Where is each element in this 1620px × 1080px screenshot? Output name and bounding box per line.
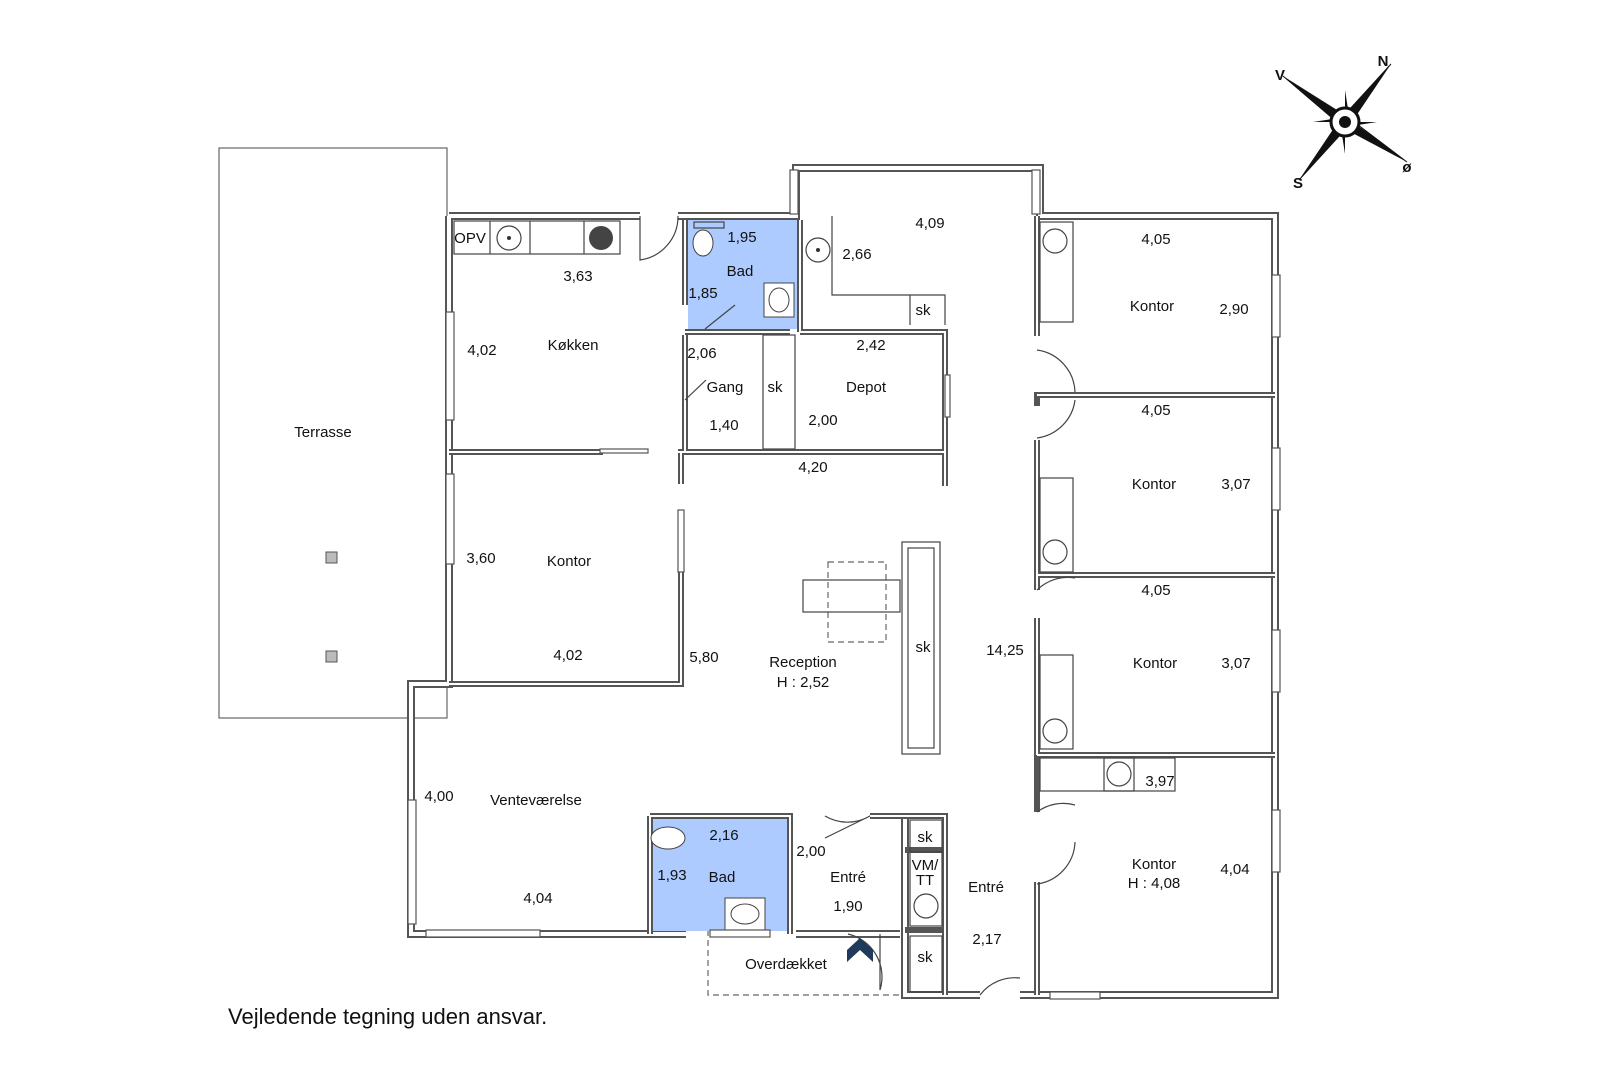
dim-top-w: 4,09 — [915, 215, 944, 232]
room-opv: OPV — [454, 230, 486, 247]
dim-r3-h: 3,07 — [1221, 655, 1250, 672]
compass-v: V — [1275, 67, 1285, 84]
room-kontor-r2: Kontor — [1132, 476, 1176, 493]
dim-kontor-left-h: 3,60 — [466, 550, 495, 567]
compass-s: S — [1293, 175, 1303, 192]
terrace-post — [325, 650, 338, 663]
room-sk-small-2: sk — [918, 949, 934, 966]
dim-reception-h: 5,80 — [689, 649, 718, 666]
compass-n: N — [1378, 53, 1389, 70]
room-entre-2: Entré — [968, 879, 1004, 896]
room-kontor-r3: Kontor — [1133, 655, 1177, 672]
reception-counter-inner — [907, 547, 935, 749]
dim-bad1-h: 1,85 — [688, 285, 717, 302]
dim-bad2-w: 2,16 — [709, 827, 738, 844]
dim-entre1-w: 1,90 — [833, 898, 862, 915]
dim-r2-w: 4,05 — [1141, 402, 1170, 419]
room-kontor-r1: Kontor — [1130, 298, 1174, 315]
fan-icon — [589, 226, 613, 250]
room-gang: Gang — [707, 379, 744, 396]
dim-r4-h: 4,04 — [1220, 861, 1249, 878]
room-bad-1: Bad — [727, 263, 754, 280]
terrace-post — [325, 551, 338, 564]
covered-area-outline — [707, 930, 900, 996]
entrance-closets — [909, 819, 943, 993]
dim-vente-w: 4,04 — [523, 890, 552, 907]
room-tt: TT — [916, 872, 934, 889]
compass-o: ø — [1402, 159, 1412, 176]
kitchen-counter — [453, 220, 621, 255]
storage-shelf — [805, 216, 946, 325]
doors — [639, 215, 1076, 996]
room-vm: VM/ — [912, 857, 940, 874]
dim-gang-w: 2,06 — [687, 345, 716, 362]
room-kontor-left: Kontor — [547, 553, 591, 570]
dim-bad2-h: 1,93 — [657, 867, 686, 884]
dim-entre2-w: 2,17 — [972, 931, 1001, 948]
dim-kokken-h: 4,02 — [467, 342, 496, 359]
room-reception: Reception — [769, 654, 837, 671]
room-terrasse: Terrasse — [294, 424, 352, 441]
dim-bad1-w: 1,95 — [727, 229, 756, 246]
room-sk-top: sk — [916, 302, 932, 319]
reception-counter — [901, 541, 941, 755]
room-overdaekket: Overdækket — [745, 956, 828, 973]
dim-gang-h: 1,40 — [709, 417, 738, 434]
dim-entre1-h: 2,00 — [796, 843, 825, 860]
dim-corridor: 14,25 — [986, 642, 1024, 659]
sink-icon — [496, 225, 522, 251]
dim-r4-w: 3,97 — [1145, 773, 1174, 790]
stair-outline — [827, 561, 887, 643]
dim-r1-h: 2,90 — [1219, 301, 1248, 318]
room-bad-2: Bad — [709, 869, 736, 886]
dim-r2-h: 3,07 — [1221, 476, 1250, 493]
room-entre-1: Entré — [830, 869, 866, 886]
sink-icon — [805, 237, 831, 263]
room-reception-height: H : 2,52 — [777, 674, 830, 691]
dim-kontor-left-w: 4,02 — [553, 647, 582, 664]
closet-outline — [762, 334, 796, 450]
dim-r1-w: 4,05 — [1141, 231, 1170, 248]
bath-fixtures — [650, 221, 795, 931]
dim-hall-w: 4,20 — [798, 459, 827, 476]
room-sk-gang: sk — [768, 379, 784, 396]
dim-r3-w: 4,05 — [1141, 582, 1170, 599]
disclaimer-text: Vejledende tegning uden ansvar. — [228, 1004, 547, 1029]
room-kontor-r4: Kontor — [1132, 856, 1176, 873]
entrance-arrow-icon — [847, 938, 873, 962]
room-depot: Depot — [846, 379, 887, 396]
windows — [407, 169, 1281, 1000]
dim-depot-h: 2,00 — [808, 412, 837, 429]
stair-step — [802, 579, 901, 613]
office-fixtures — [1039, 221, 1176, 792]
room-kontor-r4-height: H : 4,08 — [1128, 875, 1181, 892]
room-sk-small-1: sk — [918, 829, 934, 846]
dim-depot-w: 2,42 — [856, 337, 885, 354]
terrace-outline — [218, 147, 448, 719]
dim-vente-h: 4,00 — [424, 788, 453, 805]
room-ventevaerelse: Venteværelse — [490, 792, 582, 809]
dim-top-h: 2,66 — [842, 246, 871, 263]
dim-kokken-w: 3,63 — [563, 268, 592, 285]
room-sk-center: sk — [916, 639, 932, 656]
compass-rose-icon — [1282, 63, 1408, 181]
room-kokken: Køkken — [548, 337, 599, 354]
